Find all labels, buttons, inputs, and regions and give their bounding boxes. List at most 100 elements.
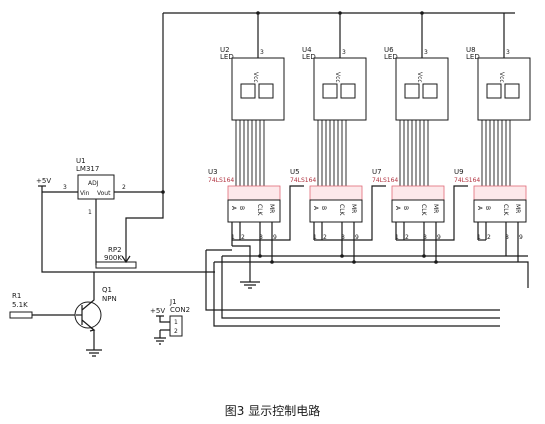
digit-segment-right bbox=[258, 83, 274, 99]
connector-pin-1: 1 bbox=[174, 319, 178, 326]
led-module-u2: U2 LED 3 Vcc bbox=[220, 46, 285, 121]
clk-label: CLK bbox=[256, 204, 263, 217]
pin-a-label: A bbox=[394, 206, 401, 211]
potentiometer-rp2: RP2 900K bbox=[95, 240, 137, 269]
regulator-wiring bbox=[41, 186, 215, 273]
transistor-q1: Q1 NPN bbox=[74, 272, 117, 357]
segment-data-lines bbox=[235, 120, 511, 186]
register-designator: U5 bbox=[290, 168, 300, 176]
led-module-u4: U4 LED 3 Vcc bbox=[302, 46, 367, 121]
pin-9-number: 9 bbox=[519, 234, 523, 241]
resistor-value: 5.1K bbox=[12, 301, 28, 309]
shift-register-u7: U7 74LS164 A B CLK MR 1 2 8 9 bbox=[372, 168, 445, 241]
connector-pin-2: 2 bbox=[174, 328, 178, 335]
pin-2-number: 2 bbox=[487, 234, 491, 241]
pin-1-number: 1 bbox=[395, 234, 399, 241]
led-part: LED bbox=[220, 53, 234, 61]
digit-segment-left bbox=[404, 83, 420, 99]
supply-5v: +5V bbox=[36, 177, 51, 187]
vcc-pin-number: 3 bbox=[260, 49, 264, 56]
connector-supply-label: +5V bbox=[150, 307, 165, 315]
register-control-wiring bbox=[205, 185, 529, 327]
led-designator: U2 bbox=[220, 46, 230, 54]
top-supply-bus bbox=[162, 11, 515, 188]
connector-j1: J1 CON2 1 2 +5V bbox=[150, 298, 190, 345]
digit-segment-left bbox=[486, 83, 502, 99]
led-module-u6: U6 LED 3 Vcc bbox=[384, 46, 449, 121]
pin-2-number: 2 bbox=[241, 234, 245, 241]
transistor-designator: Q1 bbox=[102, 286, 112, 294]
pin-a-label: A bbox=[312, 206, 319, 211]
regulator-vout-label: Vout bbox=[97, 190, 111, 197]
pin-8-number: 8 bbox=[341, 234, 345, 241]
output-pin-highlight bbox=[391, 185, 445, 201]
figure-caption: 图3 显示控制电路 bbox=[224, 404, 321, 418]
regulator-pin-adj: 1 bbox=[88, 209, 92, 216]
led-module-u8: U8 LED 3 Vcc bbox=[466, 46, 531, 121]
register-designator: U7 bbox=[372, 168, 382, 176]
digit-segment-right bbox=[422, 83, 438, 99]
register-part: 74LS164 bbox=[454, 177, 480, 184]
regulator-pin-out: 2 bbox=[122, 184, 126, 191]
vcc-label: Vcc bbox=[498, 72, 505, 83]
clk-label: CLK bbox=[338, 204, 345, 217]
clk-label: CLK bbox=[502, 204, 509, 217]
vcc-label: Vcc bbox=[416, 72, 423, 83]
register-part: 74LS164 bbox=[372, 177, 398, 184]
register-designator: U3 bbox=[208, 168, 218, 176]
digit-segment-left bbox=[322, 83, 338, 99]
led-part: LED bbox=[384, 53, 398, 61]
pin-1-number: 1 bbox=[231, 234, 235, 241]
connector-designator: J1 bbox=[169, 298, 177, 306]
regulator-part: LM317 bbox=[76, 165, 99, 173]
pin-a-label: A bbox=[476, 206, 483, 211]
pin-b-label: B bbox=[238, 206, 245, 210]
supply-label: +5V bbox=[36, 177, 51, 185]
pin-2-number: 2 bbox=[405, 234, 409, 241]
regulator-pin-in: 3 bbox=[63, 184, 67, 191]
pin-1-number: 1 bbox=[313, 234, 317, 241]
vcc-label: Vcc bbox=[252, 72, 259, 83]
pin-8-number: 8 bbox=[259, 234, 263, 241]
led-designator: U4 bbox=[302, 46, 312, 54]
pin-1-number: 1 bbox=[477, 234, 481, 241]
mr-label: MR bbox=[514, 204, 521, 213]
pin-a-label: A bbox=[230, 206, 237, 211]
led-part: LED bbox=[466, 53, 480, 61]
pin-9-number: 9 bbox=[273, 234, 277, 241]
output-pin-highlight bbox=[309, 185, 363, 201]
register-part: 74LS164 bbox=[208, 177, 234, 184]
vcc-pin-number: 3 bbox=[342, 49, 346, 56]
potentiometer-designator: RP2 bbox=[108, 246, 122, 254]
voltage-regulator-u1: U1 LM317 ADJ Vin Vout 3 2 1 bbox=[63, 157, 126, 216]
vcc-pin-number: 3 bbox=[424, 49, 428, 56]
led-part: LED bbox=[302, 53, 316, 61]
register-part: 74LS164 bbox=[290, 177, 316, 184]
clk-label: CLK bbox=[420, 204, 427, 217]
vcc-pin-number: 3 bbox=[506, 49, 510, 56]
regulator-designator: U1 bbox=[76, 157, 86, 165]
output-pin-highlight bbox=[473, 185, 527, 201]
regulator-adj-label: ADJ bbox=[88, 180, 99, 187]
pin-2-number: 2 bbox=[323, 234, 327, 241]
transistor-type: NPN bbox=[102, 295, 117, 303]
pin-8-number: 8 bbox=[423, 234, 427, 241]
pin-b-label: B bbox=[402, 206, 409, 210]
shift-register-u9: U9 74LS164 A B CLK MR 1 2 8 9 bbox=[454, 168, 527, 241]
mr-label: MR bbox=[268, 204, 275, 213]
digit-segment-left bbox=[240, 83, 256, 99]
digit-segment-right bbox=[504, 83, 520, 99]
vcc-label: Vcc bbox=[334, 72, 341, 83]
output-pin-highlight bbox=[227, 185, 281, 201]
pin-b-label: B bbox=[484, 206, 491, 210]
led-designator: U6 bbox=[384, 46, 394, 54]
resistor-r1: R1 5.1K bbox=[9, 292, 76, 319]
resistor-designator: R1 bbox=[12, 292, 21, 300]
pin-9-number: 9 bbox=[437, 234, 441, 241]
digit-segment-right bbox=[340, 83, 356, 99]
pin-b-label: B bbox=[320, 206, 327, 210]
connector-part: CON2 bbox=[170, 306, 190, 314]
pin-9-number: 9 bbox=[355, 234, 359, 241]
shift-register-u3: U3 74LS164 A B CLK MR 1 2 8 9 bbox=[208, 168, 281, 241]
mr-label: MR bbox=[350, 204, 357, 213]
